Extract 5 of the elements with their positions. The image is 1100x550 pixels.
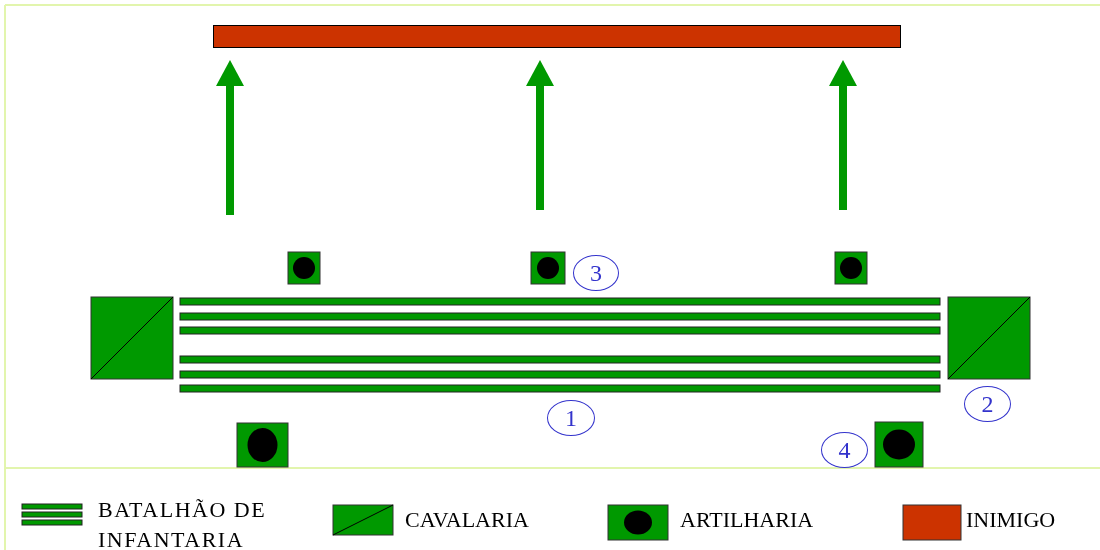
legend-text: INIMIGO [966, 506, 1057, 534]
legend-text: CAVALARIA [405, 506, 530, 534]
enemy-bar [213, 25, 901, 48]
legend-text: ARTILHARIA [680, 506, 815, 534]
legend-text: BATALHÃO DE INFANTARIA [98, 496, 268, 550]
